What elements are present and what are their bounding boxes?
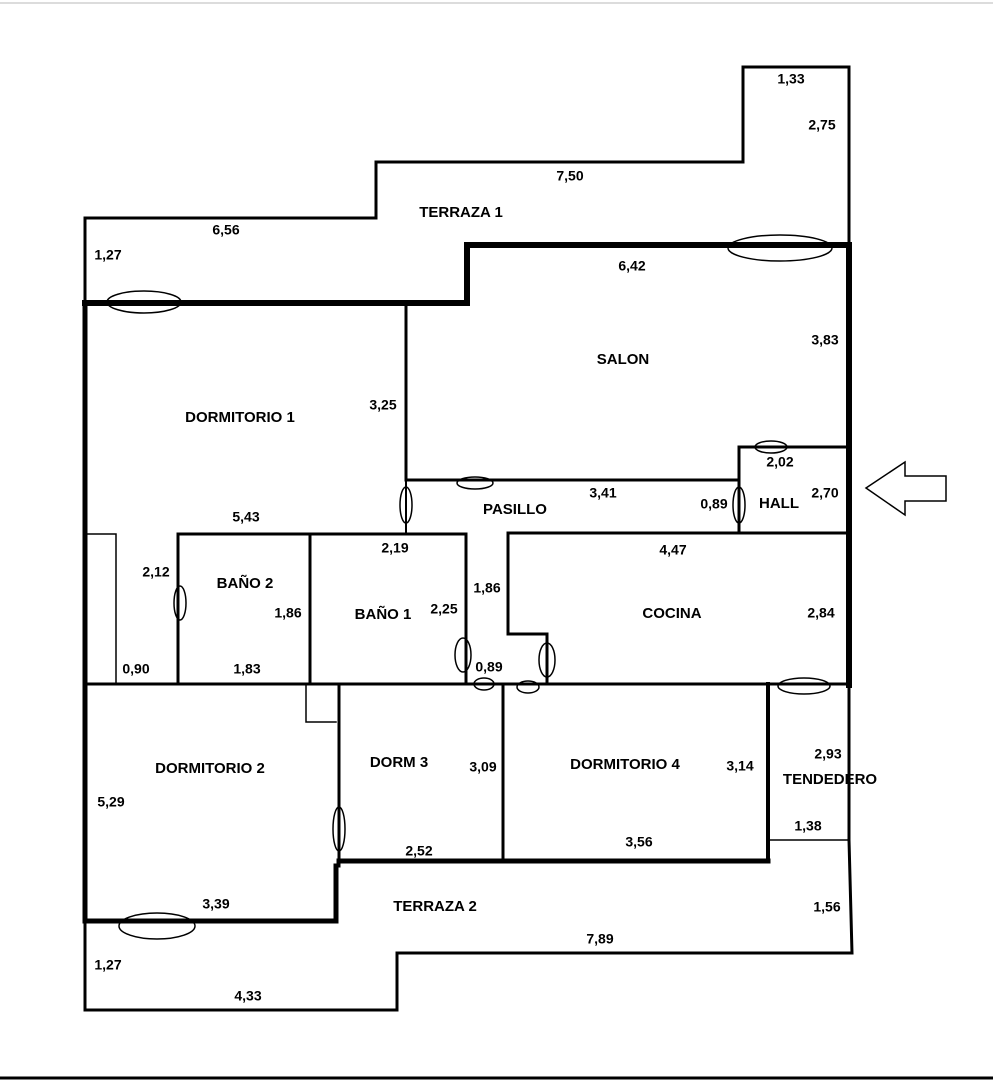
door-mark — [173, 585, 187, 621]
room-label-cocina: COCINA — [642, 605, 701, 622]
door-mark — [732, 486, 746, 524]
room-label-bano1: BAÑO 1 — [355, 605, 412, 623]
room-label-dormitorio4: DORMITORIO 4 — [570, 756, 680, 773]
room-label-tendedero: TENDEDERO — [783, 771, 878, 788]
door-mark — [777, 677, 831, 695]
hall-wall — [737, 445, 851, 533]
door-mark — [456, 476, 494, 490]
door-mark — [727, 234, 833, 262]
dimension-label: 3,25 — [369, 397, 396, 413]
dimension-labels: 1,33 2,75 7,50 6,56 1,27 6,42 3,83 3,25 … — [94, 71, 841, 1004]
dimension-label: 2,70 — [811, 485, 838, 501]
room-label-bano2: BAÑO 2 — [217, 574, 274, 592]
dimension-label: 3,41 — [589, 485, 616, 501]
door-mark — [399, 486, 413, 524]
dimension-label: 1,86 — [274, 605, 301, 621]
room-label-salon: SALON — [597, 351, 650, 368]
dimension-label: 3,14 — [726, 758, 753, 774]
dimension-label: 1,33 — [777, 71, 804, 87]
door-mark — [118, 912, 196, 940]
dimension-label: 3,09 — [469, 759, 496, 775]
door-mark — [106, 290, 182, 314]
dimension-label: 7,50 — [556, 168, 583, 184]
closet-outline — [84, 533, 117, 685]
room-label-terraza1: TERRAZA 1 — [419, 204, 503, 221]
room-label-hall: HALL — [759, 495, 799, 512]
door-mark — [332, 806, 346, 852]
dimension-label: 3,39 — [202, 896, 229, 912]
dimension-label: 2,93 — [814, 746, 841, 762]
dimension-label: 6,56 — [212, 222, 239, 238]
dimension-label: 1,86 — [473, 580, 500, 596]
arrow-left-icon — [864, 460, 947, 517]
room-label-pasillo: PASILLO — [483, 501, 547, 518]
terraza2-outline — [83, 838, 854, 1012]
room-labels: TERRAZA 1 SALON DORMITORIO 1 PASILLO HAL… — [155, 204, 877, 915]
room-label-terraza2: TERRAZA 2 — [393, 898, 477, 915]
dimension-label: 2,75 — [808, 117, 835, 133]
dimension-label: 6,42 — [618, 258, 645, 274]
dimension-label: 2,84 — [807, 605, 834, 621]
notch-outline — [305, 683, 337, 723]
dimension-label: 0,90 — [122, 661, 149, 677]
dimension-label: 5,43 — [232, 509, 259, 525]
door-mark — [538, 642, 556, 678]
dimension-label: 0,89 — [700, 496, 727, 512]
door-mark — [454, 637, 472, 673]
dimension-label: 1,38 — [794, 818, 821, 834]
room-label-dorm3: DORM 3 — [370, 754, 428, 771]
door-mark — [754, 440, 788, 454]
dimension-label: 3,83 — [811, 332, 838, 348]
dimension-label: 4,33 — [234, 988, 261, 1004]
door-mark — [473, 677, 495, 691]
room-label-dormitorio1: DORMITORIO 1 — [185, 409, 295, 426]
dimension-label: 7,89 — [586, 931, 613, 947]
walls — [82, 65, 854, 1012]
dimension-label: 2,25 — [430, 601, 457, 617]
dimension-label: 1,56 — [813, 899, 840, 915]
dimension-label: 3,56 — [625, 834, 652, 850]
main-top-wall — [82, 242, 852, 306]
dimension-label: 5,29 — [97, 794, 124, 810]
dimension-label: 2,19 — [381, 540, 408, 556]
dimension-label: 0,89 — [475, 659, 502, 675]
dimension-label: 1,27 — [94, 247, 121, 263]
dimension-label: 2,12 — [142, 564, 169, 580]
doors — [106, 234, 833, 940]
dimension-label: 2,02 — [766, 454, 793, 470]
room-label-dormitorio2: DORMITORIO 2 — [155, 760, 265, 777]
door-mark — [516, 680, 540, 694]
dimension-label: 4,47 — [659, 542, 686, 558]
cocina-wall — [506, 531, 851, 686]
terraza1-outline — [83, 65, 851, 302]
dimension-label: 1,83 — [233, 661, 260, 677]
dimension-label: 1,27 — [94, 957, 121, 973]
dorm2-bottom-wall — [82, 863, 339, 924]
dimension-label: 2,52 — [405, 843, 432, 859]
